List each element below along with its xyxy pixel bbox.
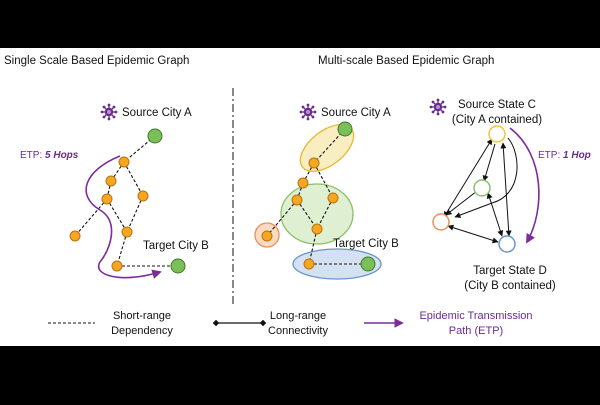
- right-etp-label: ETP: 1 Hop: [538, 150, 591, 161]
- source-state-label: Source State C: [458, 99, 536, 111]
- city-node: [105, 175, 117, 187]
- right-source-city-label: Source City A: [321, 107, 391, 119]
- legend-long-range-1: Long-range: [270, 310, 326, 322]
- left-source-label: Source City A: [122, 107, 192, 119]
- left-graph: Source City A Target City B ETP: 5 Hops: [20, 102, 209, 279]
- city-node: [121, 226, 133, 238]
- right-source-node: [337, 121, 353, 137]
- city-node: [137, 190, 149, 202]
- state-edges: [443, 137, 518, 244]
- legend-long-range-2: Connectivity: [268, 325, 328, 337]
- city-node: [101, 193, 113, 205]
- source-state-sub: (City A contained): [452, 114, 542, 126]
- city-node: [311, 223, 323, 235]
- left-target-label: Target City B: [143, 240, 209, 252]
- city-node: [291, 194, 303, 206]
- state-node: [473, 179, 491, 197]
- target-state-label: Target State D: [473, 265, 547, 277]
- city-node: [69, 230, 81, 242]
- left-panel-title: Single Scale Based Epidemic Graph: [4, 55, 189, 67]
- city-node: [118, 156, 130, 168]
- left-etp-arrow: [85, 155, 162, 279]
- right-target-city-label: Target City B: [333, 238, 399, 250]
- right-target-node: [360, 256, 376, 272]
- right-panel-title: Multi-scale Based Epidemic Graph: [318, 55, 494, 67]
- green-cluster: [280, 183, 354, 245]
- left-source-node: [147, 128, 163, 144]
- virus-icon: [428, 97, 448, 117]
- legend: Short-range Dependency Long-range Connec…: [48, 310, 533, 337]
- legend-short-range-1: Short-range: [113, 310, 171, 322]
- legend-short-range-2: Dependency: [111, 325, 173, 337]
- city-node: [297, 177, 309, 189]
- city-node: [327, 192, 339, 204]
- right-nodes: [261, 121, 376, 272]
- state-d-node: [498, 235, 516, 253]
- target-state-sub: (City B contained): [464, 280, 556, 292]
- legend-etp-2: Path (ETP): [449, 325, 503, 337]
- right-etp-arrow: [509, 127, 540, 244]
- left-nodes: [69, 128, 186, 274]
- left-etp-label: ETP: 5 Hops: [20, 150, 79, 161]
- virus-icon: [99, 102, 119, 122]
- legend-etp-1: Epidemic Transmission: [419, 310, 532, 322]
- left-target-node: [170, 258, 186, 274]
- city-node: [261, 230, 273, 242]
- city-node: [308, 157, 320, 169]
- virus-icon: [298, 102, 318, 122]
- city-node: [111, 260, 123, 272]
- state-graph: Source State C (City A contained) Target…: [428, 97, 591, 292]
- city-node: [303, 258, 315, 270]
- titles: [0, 0, 600, 48]
- state-c-node: [488, 125, 506, 143]
- state-node: [432, 213, 450, 231]
